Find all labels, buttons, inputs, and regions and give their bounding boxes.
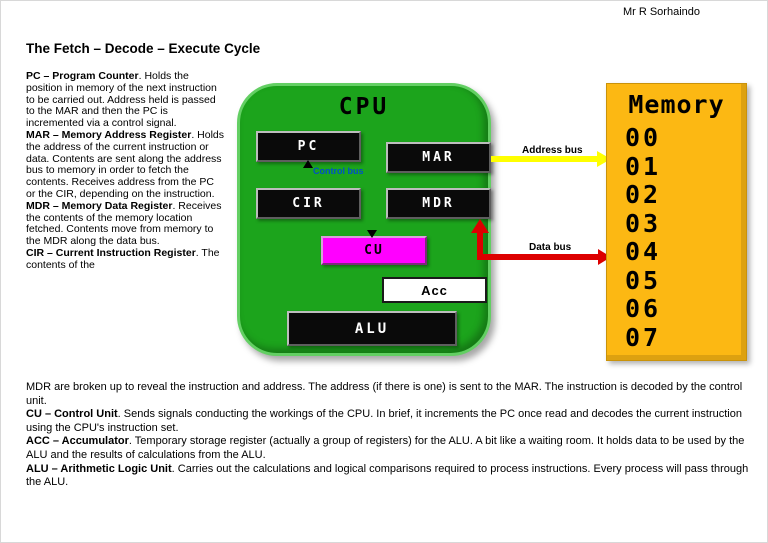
bottom-definitions: MDR are broken up to reveal the instruct…: [26, 381, 752, 490]
definition-term: CU – Control Unit: [26, 408, 118, 421]
memory-address-row: 02: [625, 180, 662, 209]
definition-paragraph: CU – Control Unit. Sends signals conduct…: [26, 408, 752, 435]
memory-address-row: 05: [625, 265, 662, 295]
author-text: Mr R Sorhaindo: [622, 6, 700, 18]
alu-box: ALU: [287, 311, 457, 346]
cpu-diagram: CPU: [237, 83, 491, 356]
definition-term: PC – Program Counter: [26, 70, 139, 82]
memory-address-row: 03: [625, 208, 662, 238]
definition-paragraph: ACC – Accumulator. Temporary storage reg…: [26, 435, 752, 462]
definition-text: . Holds the position in memory of the ne…: [26, 70, 217, 130]
definition-term: MAR – Memory Address Register: [26, 128, 192, 141]
control-bus-label: Control bus: [313, 166, 364, 176]
register-mdr: MDR: [386, 188, 491, 219]
memory-address-row: 07: [625, 322, 662, 352]
left-definitions: PC – Program Counter. Holds the position…: [26, 70, 225, 272]
register-pc: PC: [256, 131, 361, 162]
definition-text: . Temporary storage register (actually a…: [26, 435, 745, 461]
register-cir: CIR: [256, 188, 361, 219]
definition-text: . Receives the contents of the memory lo…: [26, 199, 222, 248]
definition-text: . The contents of the: [26, 246, 220, 271]
data-bus-label: Data bus: [529, 242, 572, 253]
memory-address-row: 01: [625, 151, 662, 181]
register-mar: MAR: [386, 142, 491, 173]
cpu-title: CPU: [338, 94, 390, 120]
definition-text: MDR are broken up to reveal the instruct…: [26, 381, 743, 407]
definition-term: ALU – Arithmetic Logic Unit: [26, 462, 172, 475]
definition-text: . Sends signals conducting the workings …: [26, 408, 742, 434]
memory-title: Memory: [628, 90, 725, 119]
definition-text: . Carries out the calculations and logic…: [26, 462, 749, 489]
memory-block: Memory 00 01 02 03 04 05 06 07: [606, 83, 747, 361]
address-bus-label: Address bus: [522, 145, 583, 156]
memory-address-list: 00 01 02 03 04 05 06 07: [625, 123, 662, 352]
memory-address-row: 00: [625, 123, 662, 152]
definition-term: ACC – Accumulator: [26, 435, 129, 448]
definition-term: MDR – Memory Data Register: [26, 199, 173, 212]
accumulator-box: Acc: [382, 277, 487, 303]
definition-text: . Holds the address of the current instr…: [26, 128, 225, 200]
memory-address-row: 04: [625, 237, 662, 266]
control-unit-box: CU: [321, 236, 427, 265]
definition-paragraph: MDR are broken up to reveal the instruct…: [26, 381, 752, 408]
definition-paragraph: ALU – Arithmetic Logic Unit. Carries out…: [26, 463, 752, 490]
page-title: The Fetch – Decode – Execute Cycle: [26, 41, 261, 56]
memory-address-row: 06: [625, 294, 662, 323]
definition-term: CIR – Current Instruction Register: [26, 246, 196, 259]
